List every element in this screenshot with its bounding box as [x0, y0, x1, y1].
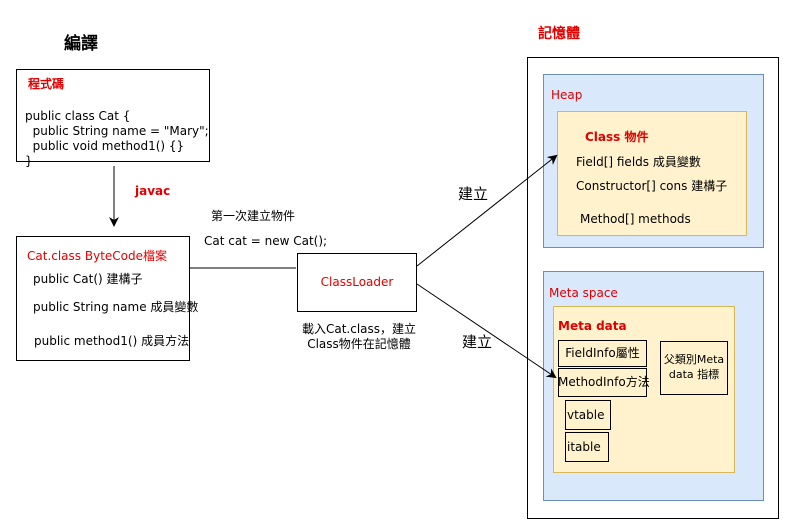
fieldinfo-box	[558, 340, 647, 367]
bytecode-heading: Cat.class ByteCode檔案	[27, 249, 167, 263]
memory-title: 記憶體	[538, 26, 580, 42]
source-code-line: public void method1() {}	[25, 139, 185, 153]
bytecode-box	[16, 236, 190, 361]
metadata-box	[553, 306, 735, 473]
bytecode-line: public method1() 成員方法	[34, 334, 190, 348]
source-code-box	[16, 69, 210, 162]
vtable-box	[565, 400, 611, 430]
classloader-caption: 載入Cat.class，建立	[301, 322, 417, 336]
class-object-field: Method[] methods	[580, 212, 691, 226]
vtable-label: vtable	[567, 408, 605, 422]
build-label-bottom: 建立	[462, 333, 493, 351]
class-object-box	[557, 111, 747, 236]
new-cat-statement: Cat cat = new Cat();	[204, 234, 328, 248]
fieldinfo-label: FieldInfo屬性	[565, 346, 640, 360]
metaspace-label: Meta space	[549, 286, 618, 300]
parent-metadata-pointer-label: 父類別Meta	[663, 353, 725, 366]
itable-label: itable	[567, 440, 601, 454]
class-object-field: Constructor[] cons 建構子	[576, 179, 728, 193]
source-code-heading: 程式碼	[28, 77, 65, 91]
parent-metadata-pointer-label: data 指標	[668, 368, 720, 381]
classloader-label: ClassLoader	[320, 275, 394, 289]
build-arrow-to-heap	[416, 154, 558, 267]
classloader-box	[297, 253, 417, 312]
bytecode-line: public String name 成員變數	[33, 300, 199, 314]
methodinfo-label: MethodInfo方法	[558, 375, 650, 389]
metadata-heading: Meta data	[558, 319, 627, 333]
class-object-field: Field[] fields 成員變數	[576, 155, 701, 169]
source-code-line: public class Cat {	[25, 109, 131, 123]
source-code-line: }	[25, 154, 33, 168]
javac-label: javac	[135, 184, 171, 198]
source-code-line: public String name = "Mary";	[25, 124, 209, 138]
class-object-heading: Class 物件	[585, 130, 649, 144]
compile-title: 編譯	[64, 34, 98, 54]
classloader-caption: Class物件在記憶體	[307, 337, 411, 351]
itable-box	[565, 432, 609, 462]
methodinfo-box	[558, 368, 647, 397]
bytecode-line: public Cat() 建構子	[33, 272, 143, 286]
build-label-top: 建立	[458, 185, 489, 203]
first-instantiation-label: 第一次建立物件	[211, 209, 296, 223]
build-arrow-to-metaspace	[416, 283, 557, 379]
heap-label: Heap	[551, 88, 583, 102]
parent-metadata-pointer-box	[660, 341, 728, 395]
